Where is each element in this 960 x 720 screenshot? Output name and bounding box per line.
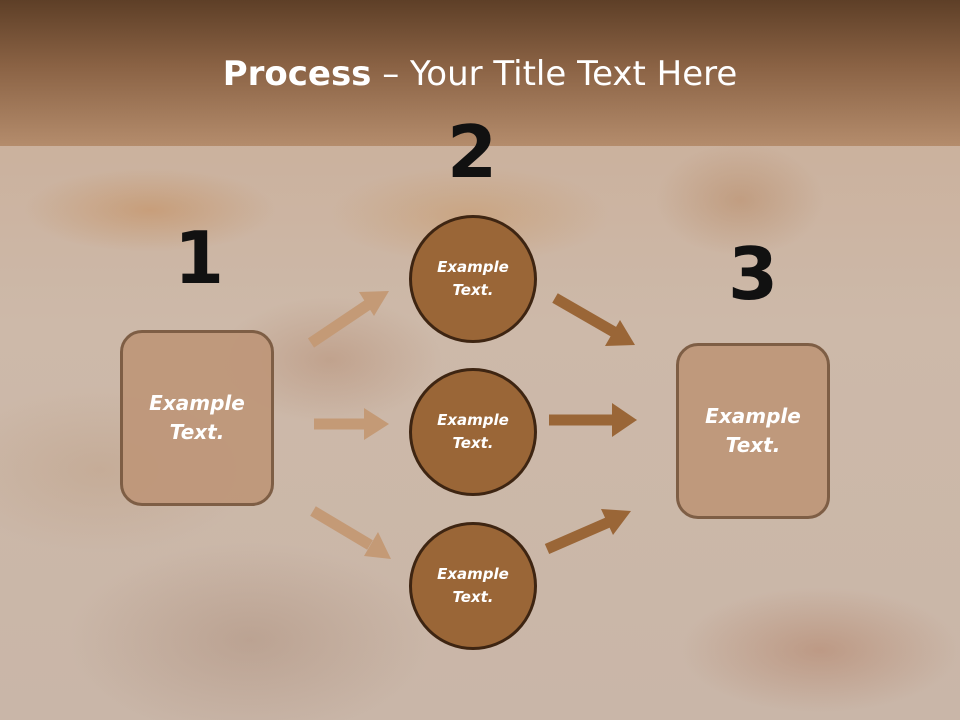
arrow-top-to-box3: [552, 293, 635, 346]
slide-title-rest: – Your Title Text Here: [371, 54, 738, 94]
arrow-box1-to-bottom: [310, 506, 391, 559]
step-3-box[interactable]: Example Text.: [676, 343, 830, 519]
step-2-circle-middle[interactable]: Example Text.: [409, 368, 537, 496]
step-1-text: Example Text.: [149, 391, 245, 444]
slide-title-bold: Process: [222, 54, 372, 94]
circle-bottom-text: Example Text.: [437, 565, 509, 606]
step-3-text: Example Text.: [705, 404, 801, 457]
arrow-middle-to-box3: [549, 403, 637, 437]
step-number-3: 3: [727, 232, 779, 316]
arrow-box1-to-top: [307, 291, 389, 348]
slide-title: Process – Your Title Text Here: [0, 52, 960, 96]
step-2-circle-top[interactable]: Example Text.: [409, 215, 537, 343]
title-bar: Process – Your Title Text Here: [0, 0, 960, 146]
circle-top-text: Example Text.: [437, 258, 509, 299]
step-1-box[interactable]: Example Text.: [120, 330, 274, 506]
step-2-circle-bottom[interactable]: Example Text.: [409, 522, 537, 650]
step-number-1: 1: [173, 216, 225, 300]
circle-middle-text: Example Text.: [437, 411, 509, 452]
arrow-box1-to-middle: [314, 408, 389, 440]
arrow-bottom-to-box3: [544, 509, 631, 555]
step-number-2: 2: [446, 110, 498, 194]
